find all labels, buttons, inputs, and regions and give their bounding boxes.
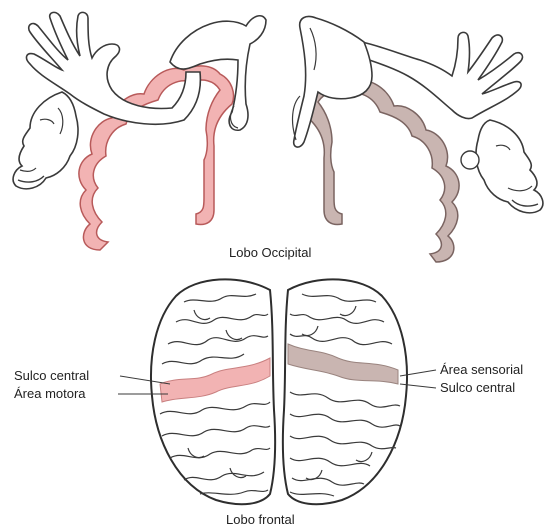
right-hemisphere — [283, 279, 407, 504]
central-sulcus-left-label: Sulco central — [14, 368, 89, 383]
sensory-cortex-strip — [305, 78, 460, 262]
sensory-homunculus-figure — [293, 16, 543, 262]
brain-top-view — [118, 279, 436, 504]
sensory-face — [476, 120, 543, 213]
frontal-lobe-label: Lobo frontal — [226, 512, 295, 527]
motor-homunculus-figure — [13, 12, 266, 250]
motor-area-label: Área motora — [14, 386, 86, 401]
motor-face — [13, 92, 78, 189]
occipital-lobe-label: Lobo Occipital — [229, 245, 311, 260]
sensory-hand — [348, 32, 522, 118]
central-sulcus-right-label: Sulco central — [440, 380, 515, 395]
sensory-limbs — [294, 16, 372, 147]
sensory-area-label: Área sensorial — [440, 362, 523, 377]
